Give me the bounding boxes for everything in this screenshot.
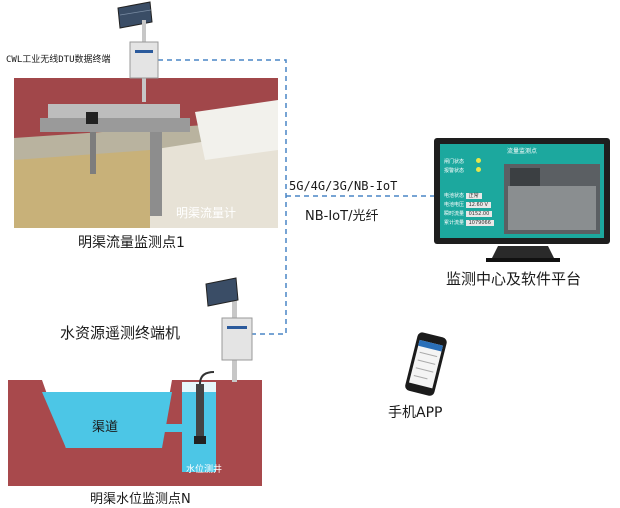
- app-caption: 手机APP: [388, 405, 443, 421]
- flow-meter-overlay-label: 明渠流量计: [176, 206, 237, 220]
- screen-param-list: 电池状态 正常 电池电压 12.60 V 瞬时流量 0152.00 累计流量 1…: [444, 192, 494, 228]
- channel-label: 渠道: [92, 420, 119, 435]
- well-label: 水位测井: [186, 465, 223, 475]
- station1-caption: 明渠流量监测点1: [78, 235, 185, 251]
- fiber-label: NB-IoT/光纤: [305, 209, 379, 224]
- dtu-terminal-unit: [117, 1, 159, 102]
- flow-station-photo: [14, 78, 278, 228]
- monitor-screen: 流量监测点: [440, 146, 604, 155]
- screen-header: 流量监测点: [506, 148, 537, 155]
- water-level-station: [8, 277, 262, 486]
- network-connection-lines: [158, 59, 440, 335]
- stationN-caption: 明渠水位监测点N: [90, 492, 191, 507]
- screen-param-row: 累计流量 1079066: [444, 219, 494, 228]
- monitor-center-caption: 监测中心及软件平台: [446, 270, 582, 288]
- terminal-caption: 水资源遥测终端机: [60, 324, 181, 342]
- phone-device: [405, 332, 447, 396]
- screen-param-row: 电池状态 正常: [444, 192, 494, 201]
- screen-status-row: 闸门状态: [444, 158, 481, 167]
- screen-status-row: 报警状态: [444, 167, 481, 176]
- screen-param-row: 瞬时流量 0152.00: [444, 210, 494, 219]
- status-light-icon: [475, 167, 481, 172]
- screen-param-row: 电池电压 12.60 V: [444, 201, 494, 210]
- network-label: 5G/4G/3G/NB-IoT: [289, 179, 398, 193]
- status-light-icon: [475, 158, 481, 163]
- dtu-label: CWL工业无线DTU数据终端: [6, 55, 111, 65]
- screen-status-list: 闸门状态 报警状态: [444, 158, 481, 176]
